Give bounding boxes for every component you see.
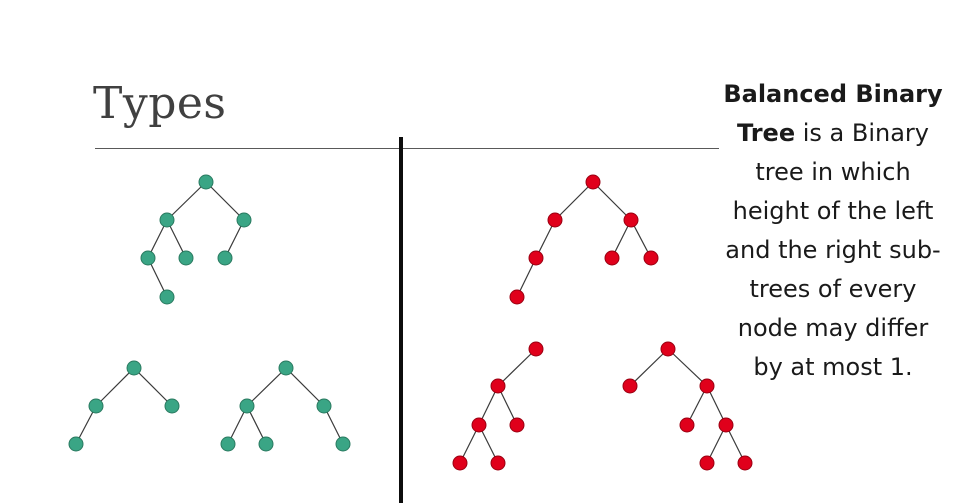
unbalanced-tree-2 (452, 341, 544, 471)
definition-term: Balanced Binary Tree (723, 80, 943, 147)
tree-node (159, 289, 175, 305)
tree-node (699, 455, 715, 471)
tree-node (622, 378, 638, 394)
tree-node (737, 455, 753, 471)
tree-node (316, 398, 332, 414)
tree-node (660, 341, 676, 357)
slide-title: Types (93, 78, 227, 129)
tree-node (623, 212, 639, 228)
tree-node (718, 417, 734, 433)
tree-node (140, 250, 156, 266)
tree-node (278, 360, 294, 376)
tree-node (490, 455, 506, 471)
unbalanced-tree-3 (622, 341, 753, 471)
tree-node (220, 436, 236, 452)
balanced-tree-3 (220, 360, 351, 452)
tree-node (547, 212, 563, 228)
tree-node (236, 212, 252, 228)
tree-node (699, 378, 715, 394)
tree-node (471, 417, 487, 433)
tree-node (335, 436, 351, 452)
tree-node (198, 174, 214, 190)
tree-node (452, 455, 468, 471)
tree-node (88, 398, 104, 414)
tree-node (528, 250, 544, 266)
tree-node (178, 250, 194, 266)
tree-node (258, 436, 274, 452)
tree-node (679, 417, 695, 433)
tree-node (585, 174, 601, 190)
tree-node (528, 341, 544, 357)
unbalanced-tree-1 (509, 174, 659, 305)
tree-node (490, 378, 506, 394)
tree-node (217, 250, 233, 266)
tree-node (164, 398, 180, 414)
tree-node (239, 398, 255, 414)
vertical-divider (399, 137, 403, 503)
definition-text: Balanced Binary Tree is a Binary tree in… (722, 75, 944, 387)
tree-node (126, 360, 142, 376)
title-underline (95, 148, 719, 149)
tree-node (604, 250, 620, 266)
balanced-tree-1 (140, 174, 252, 305)
balanced-tree-2 (68, 360, 180, 452)
definition-body: is a Binary tree in which height of the … (725, 119, 941, 381)
tree-node (509, 289, 525, 305)
tree-node (68, 436, 84, 452)
tree-node (643, 250, 659, 266)
tree-node (509, 417, 525, 433)
tree-node (159, 212, 175, 228)
